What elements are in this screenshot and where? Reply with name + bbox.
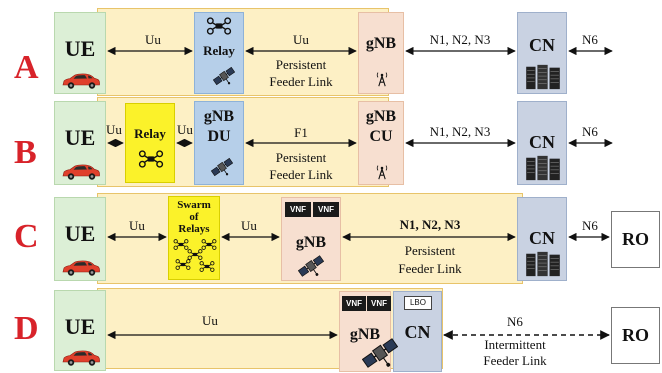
swarm-line3: Relays xyxy=(178,223,210,235)
cn-box-c: CN xyxy=(517,197,567,281)
ue-label: UE xyxy=(64,36,96,61)
uu-left-label: Uu xyxy=(145,32,161,47)
row-letter-a: A xyxy=(14,49,39,86)
row-letter-b: B xyxy=(14,134,37,171)
cn-label: CN xyxy=(529,228,555,248)
uu-left-label: Uu xyxy=(129,218,145,233)
ue-box-b: UE xyxy=(54,101,106,185)
n6-label: N6 xyxy=(582,124,598,139)
feeder-line1: Persistent xyxy=(275,57,327,72)
ue-label: UE xyxy=(64,125,96,150)
intermittent-line2: Feeder Link xyxy=(483,353,547,368)
feeder-line2: Feeder Link xyxy=(398,261,462,276)
ue-label: UE xyxy=(64,221,96,246)
swarm-box: Swarm of Relays xyxy=(168,196,220,280)
interfaces-label: N1, N2, N3 xyxy=(429,124,491,139)
ro-label: RO xyxy=(622,325,649,345)
gnb-box-c: VNF VNF gNB xyxy=(281,197,341,281)
cn-box-b: CN xyxy=(517,101,567,185)
row-letter-c: C xyxy=(14,218,39,255)
du-line1: gNB xyxy=(203,108,235,125)
feeder-line1: Persistent xyxy=(404,243,456,258)
cn-label: CN xyxy=(529,132,555,152)
feeder-line2: Feeder Link xyxy=(269,167,333,182)
f1-label: F1 xyxy=(294,125,308,140)
relay-label: Relay xyxy=(134,126,166,141)
intermittent-line1: Intermittent xyxy=(484,337,546,352)
gnb-du-box: gNB DU xyxy=(194,101,244,185)
n6-label: N6 xyxy=(507,314,523,329)
vnf-badge-2: VNF xyxy=(367,296,391,311)
gnb-box-a: gNB xyxy=(358,12,404,94)
uu-label: Uu xyxy=(202,313,218,328)
vnf-badge-1: VNF xyxy=(285,202,311,217)
n6-label: N6 xyxy=(582,32,598,47)
vnf-badge-2: VNF xyxy=(313,202,339,217)
vnf-badge-1: VNF xyxy=(342,296,366,311)
ro-box-c: RO xyxy=(611,211,660,268)
du-line2: DU xyxy=(207,128,231,145)
gnb-label: gNB xyxy=(365,35,397,52)
ro-label: RO xyxy=(622,229,649,249)
gnb-cu-box: gNB CU xyxy=(358,101,404,185)
cu-line1: gNB xyxy=(365,108,397,125)
uu-left-label: Uu xyxy=(106,122,122,137)
ue-box-d: UE xyxy=(54,290,106,371)
interfaces-label: N1, N2, N3 xyxy=(399,217,461,232)
uu-right-label: Uu xyxy=(241,218,257,233)
n6-label: N6 xyxy=(582,218,598,233)
row-letter-d: D xyxy=(14,310,39,347)
uu-right-label: Uu xyxy=(177,122,193,137)
swarm-line2: of xyxy=(189,211,199,223)
feeder-line1: Persistent xyxy=(275,150,327,165)
cu-line2: CU xyxy=(369,128,393,145)
ue-label: UE xyxy=(64,314,96,339)
swarm-line1: Swarm xyxy=(177,199,211,211)
ro-box-d: RO xyxy=(611,307,660,364)
interfaces-label: N1, N2, N3 xyxy=(429,32,491,47)
cn-label: CN xyxy=(529,35,555,55)
cn-box-d: LBO CN xyxy=(393,291,442,372)
uu-right-label: Uu xyxy=(293,32,309,47)
cn-box-a: CN xyxy=(517,12,567,94)
ue-box-c: UE xyxy=(54,197,106,281)
relay-label: Relay xyxy=(203,43,235,58)
relay-box-a: Relay xyxy=(194,12,244,94)
relay-box-b: Relay xyxy=(125,103,175,183)
lbo-badge: LBO xyxy=(404,296,432,310)
feeder-line2: Feeder Link xyxy=(269,74,333,89)
ue-box-a: UE xyxy=(54,12,106,94)
gnb-label: gNB xyxy=(295,234,327,251)
gnb-label: gNB xyxy=(349,326,381,343)
cn-label: CN xyxy=(404,322,431,342)
